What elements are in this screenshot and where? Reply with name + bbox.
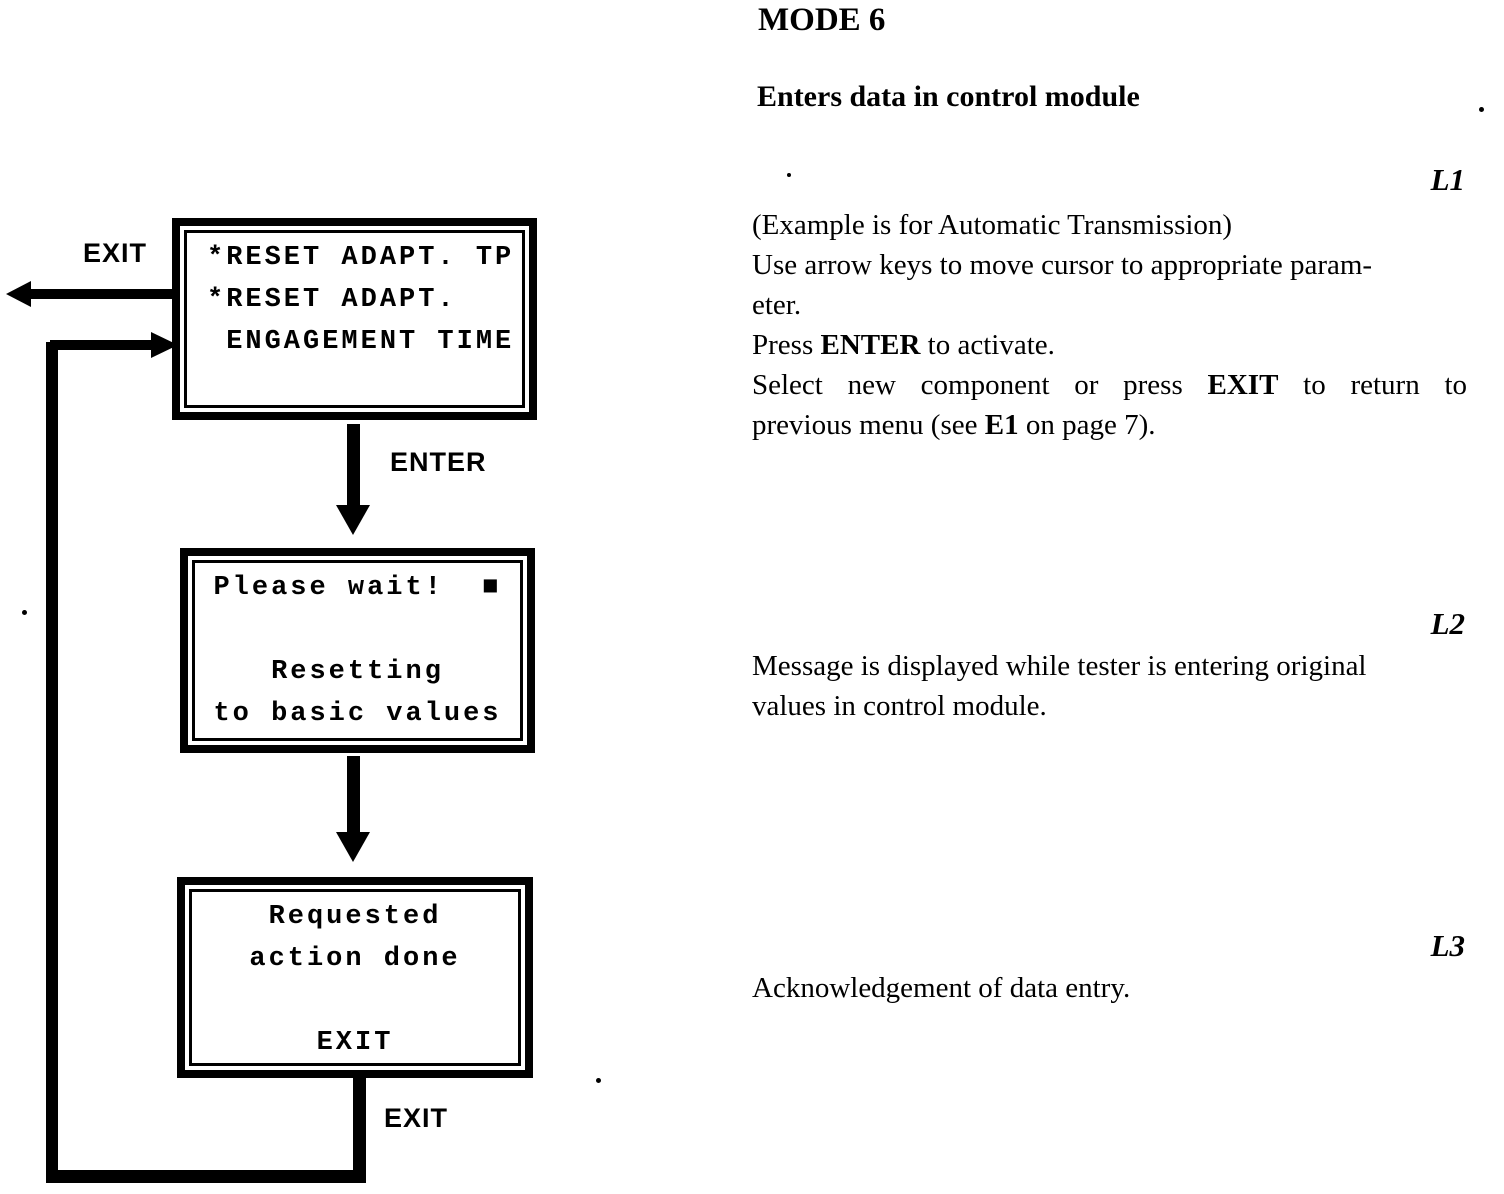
lcd-screen-2: Please wait! ■ Resetting to basic values [180,548,535,753]
lcd-text-line: Please wait! ■ [213,573,502,603]
scan-artifact [596,1078,601,1083]
lcd-text-line: *RESET ADAPT. TP [207,243,515,273]
enter-arrow-head-down-icon [336,505,370,535]
scan-artifact [787,173,791,177]
ref-e1: E1 [984,409,1019,441]
exit-loop-line-down [353,1078,366,1178]
enter-arrow-shaft [347,424,360,508]
text-line: Use arrow keys to move cursor to appropr… [752,249,1373,281]
lcd-text-line [187,363,522,405]
text-line: previous menu (see E1 on page 7). [752,405,1467,445]
page-subtitle: Enters data in control module [757,80,1140,113]
lcd-screen-3: Requested action done EXIT [177,877,533,1078]
text-segment: to return to [1278,369,1467,401]
para-l1: (Example is for Automatic Transmission) … [752,205,1467,445]
exit-loop-line-left [46,342,58,1183]
key-name-exit: EXIT [1207,369,1279,401]
page-title: MODE 6 [758,2,886,38]
scan-artifact [22,610,27,615]
scan-artifact [1479,107,1484,112]
text-segment: Press [752,329,821,361]
lcd-text-line: Requested [268,902,442,932]
lcd-text-line [192,980,518,1022]
ref-label-l2: L2 [1430,606,1465,641]
lcd-text-line: *RESET ADAPT. [207,285,457,315]
text-segment: to activate. [920,329,1055,361]
next-arrow-shaft [347,756,360,834]
text-line: Press ENTER to activate. [752,325,1467,365]
next-arrow-head-down-icon [336,832,370,862]
ref-label-l3: L3 [1430,928,1465,963]
lcd-text-line: EXIT [316,1028,394,1058]
text-segment: on page 7). [1018,409,1156,441]
key-name-enter: ENTER [820,329,921,361]
text-line: eter. [752,289,802,321]
text-line: Select new component or press EXIT to re… [752,365,1467,405]
exit-arrow-shaft [28,289,174,299]
lcd-text-line: ENGAGEMENT TIME [207,327,515,357]
exit-label-bottom: EXIT [384,1103,449,1133]
text-line: (Example is for Automatic Transmission) [752,209,1233,241]
text-segment: Select new component or press [752,369,1208,401]
loop-return-arrow-head-right-icon [151,332,178,358]
lcd-text-line: to basic values [213,699,502,729]
text-line: Message is displayed while tester is ent… [752,650,1367,682]
para-l2: Message is displayed while tester is ent… [752,646,1467,726]
lcd-screen-1: *RESET ADAPT. TP *RESET ADAPT. ENGAGEMEN… [172,218,537,420]
exit-arrow-head-left-icon [6,281,31,307]
ref-label-l1: L1 [1430,162,1465,197]
lcd-text-line: Resetting [271,657,444,687]
lcd-screen-3-display: Requested action done EXIT [189,889,521,1066]
para-l3: Acknowledgement of data entry. [752,968,1467,1008]
lcd-text-line [195,609,520,651]
text-line: Acknowledgement of data entry. [752,972,1131,1004]
exit-label-top: EXIT [83,238,148,268]
loop-return-arrow-shaft [50,340,154,350]
lcd-screen-2-display: Please wait! ■ Resetting to basic values [192,560,523,741]
enter-label: ENTER [390,447,487,477]
exit-loop-line-bottom [46,1170,366,1183]
text-segment: previous menu (see [752,409,985,441]
lcd-text-line: action done [249,944,461,974]
lcd-screen-1-display: *RESET ADAPT. TP *RESET ADAPT. ENGAGEMEN… [184,230,525,408]
text-line: values in control module. [752,690,1047,722]
